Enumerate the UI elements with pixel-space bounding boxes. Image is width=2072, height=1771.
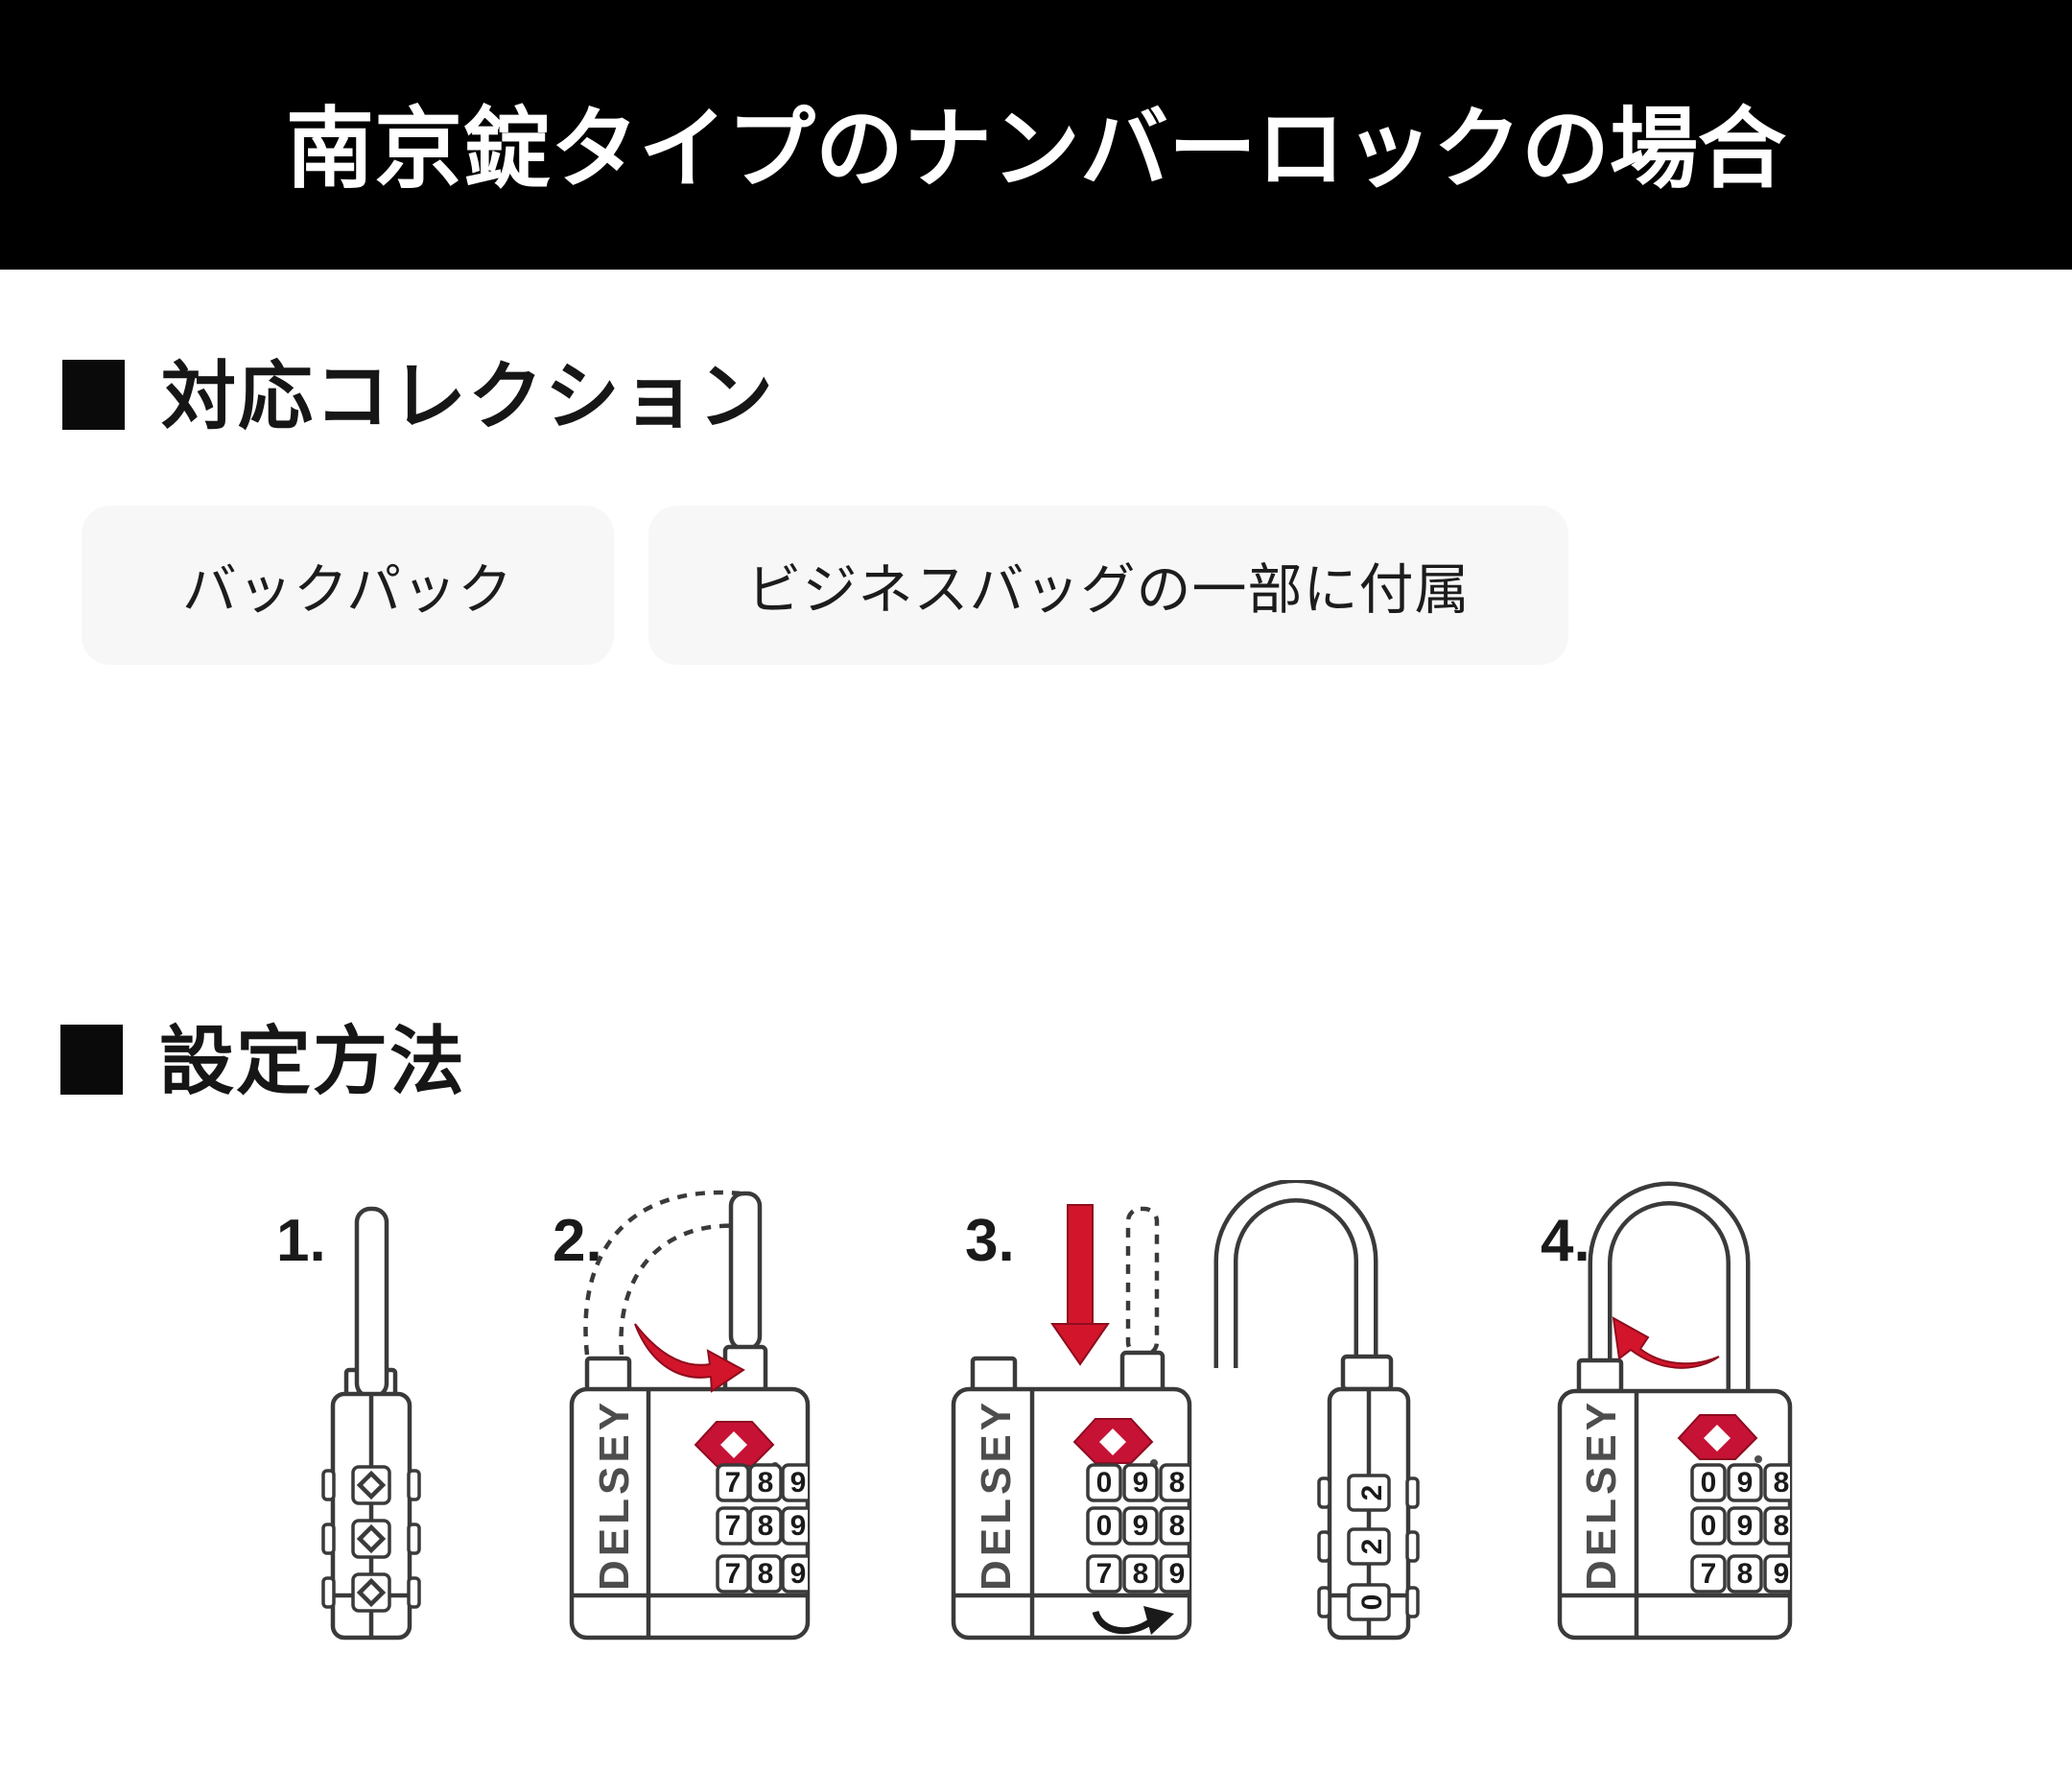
shackle-collar: [1119, 1350, 1166, 1394]
shackle-collar: [1340, 1354, 1394, 1392]
svg-text:9: 9: [1169, 1558, 1186, 1590]
dial-rows: 0 9 8 0 9 8 7 8 9: [1690, 1463, 1790, 1594]
shackle-ghost-arc: [583, 1190, 742, 1356]
brand-logo: DELSEY: [973, 1399, 1020, 1591]
latch-tab: [584, 1356, 632, 1393]
svg-text:7: 7: [725, 1510, 742, 1542]
svg-text:0: 0: [1701, 1510, 1717, 1542]
padlock-steps-svg: 1.: [276, 1178, 1793, 1641]
section-bullet-icon: [60, 1025, 123, 1095]
dial-wheel: [321, 1465, 421, 1505]
brand-logo: DELSEY: [1578, 1399, 1625, 1591]
page-title: 南京錠タイプのナンバーロックの場合: [285, 101, 1786, 199]
step-3-group: 3. DELSEY 0 9: [951, 1178, 1420, 1641]
section-heading-text: 対応コレクション: [161, 354, 776, 438]
step-2-group: 2. DELSEY 7 8 9: [553, 1190, 811, 1641]
svg-text:8: 8: [1133, 1558, 1149, 1590]
turn-arrow-icon: [1092, 1606, 1174, 1635]
svg-text:9: 9: [1133, 1510, 1149, 1542]
section-heading-collections: 対応コレクション: [62, 354, 776, 438]
svg-text:9: 9: [1133, 1467, 1149, 1499]
svg-text:8: 8: [1774, 1510, 1790, 1542]
dial-wheel: 2: [1317, 1527, 1420, 1566]
closed-shackle: [1592, 1186, 1746, 1393]
step-4-group: 4. DELSEY 0 9 8 0: [1541, 1181, 1793, 1641]
svg-text:9: 9: [1774, 1558, 1790, 1590]
latch-tab: [970, 1356, 1018, 1393]
svg-text:7: 7: [725, 1467, 742, 1499]
svg-text:8: 8: [1169, 1510, 1186, 1542]
svg-text:8: 8: [1774, 1467, 1790, 1499]
svg-text:8: 8: [1169, 1467, 1186, 1499]
tsa-diamond-icon: [1072, 1418, 1154, 1464]
padlock-front-view: DELSEY 0 9 8 0 9 8 7 8: [951, 1386, 1192, 1641]
tsa-diamond-icon: [694, 1421, 775, 1467]
rotate-back-arrow-icon: [1612, 1316, 1720, 1369]
brand-logo: DELSEY: [591, 1399, 638, 1591]
padlock-side-view: [321, 1206, 421, 1641]
shackle-rod: [354, 1206, 389, 1400]
svg-text:2: 2: [1356, 1539, 1388, 1555]
open-shackle-hook: [1218, 1183, 1374, 1368]
svg-text:0: 0: [1096, 1467, 1113, 1499]
latch-tab: [1576, 1358, 1624, 1394]
dial-wheel: [321, 1572, 421, 1613]
padlock-front-view: DELSEY 7 8 9 7 8 9 7 8: [569, 1386, 811, 1641]
step-1-group: 1.: [276, 1206, 421, 1641]
dial-wheel: 0: [1317, 1583, 1420, 1621]
svg-text:7: 7: [1701, 1558, 1717, 1590]
svg-text:0: 0: [1096, 1510, 1113, 1542]
svg-text:0: 0: [1356, 1594, 1388, 1611]
title-banner: 南京錠タイプのナンバーロックの場合: [0, 0, 2072, 270]
dial-wheel: 2: [1317, 1474, 1420, 1512]
tsa-diamond-icon: [1677, 1414, 1758, 1460]
step-number: 1.: [276, 1208, 326, 1274]
svg-text:8: 8: [758, 1467, 774, 1499]
dial-wheel: [321, 1519, 421, 1559]
svg-text:9: 9: [1737, 1467, 1754, 1499]
step-number: 3.: [965, 1208, 1015, 1274]
svg-text:7: 7: [725, 1558, 742, 1590]
shackle-rod: [728, 1191, 763, 1352]
collection-tag-businessbag: ビジネスバッグの一部に付属: [648, 506, 1568, 665]
svg-text:9: 9: [790, 1467, 807, 1499]
setup-steps-illustration: 1.: [0, 1178, 2072, 1771]
push-down-arrow-icon: [1050, 1204, 1110, 1366]
svg-text:8: 8: [758, 1558, 774, 1590]
section-heading-method: 設定方法: [60, 1019, 467, 1103]
shackle-ghost-arc: [619, 1223, 743, 1356]
step-number: 4.: [1541, 1208, 1590, 1274]
svg-text:8: 8: [758, 1510, 774, 1542]
svg-text:2: 2: [1356, 1485, 1388, 1501]
svg-text:9: 9: [1737, 1510, 1754, 1542]
svg-text:8: 8: [1737, 1558, 1754, 1590]
svg-text:0: 0: [1701, 1467, 1717, 1499]
rotate-arrow-icon: [634, 1323, 745, 1393]
registered-mark: [1754, 1455, 1762, 1463]
svg-text:9: 9: [790, 1558, 807, 1590]
dial-rows: 0 9 8 0 9 8 7 8 9: [1086, 1463, 1189, 1594]
svg-text:7: 7: [1096, 1558, 1113, 1590]
section-bullet-icon: [62, 360, 125, 430]
shackle-rod-ghost: [1125, 1206, 1160, 1358]
section-heading-text: 設定方法: [159, 1019, 467, 1103]
collection-tag-backpack: バックパック: [82, 506, 614, 665]
padlock-front-view: DELSEY 0 9 8 0 9 8 7 8: [1557, 1388, 1793, 1641]
svg-text:9: 9: [790, 1510, 807, 1542]
dial-rows: 7 8 9 7 8 9 7 8 9: [716, 1463, 808, 1594]
step-number: 2.: [553, 1208, 602, 1274]
padlock-side-open: 2 2 0: [1213, 1178, 1420, 1641]
